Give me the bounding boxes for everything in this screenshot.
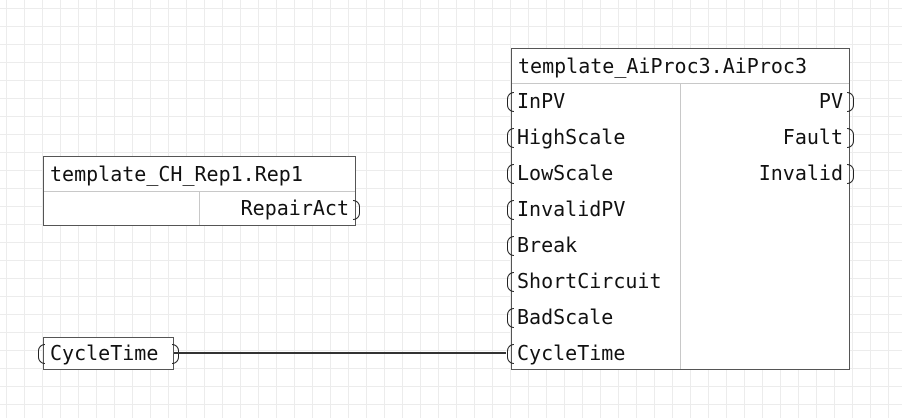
aiproc-input-shortcircuit[interactable]: ShortCircuit: [507, 263, 677, 299]
aiproc-output-invalid[interactable]: Invalid: [681, 155, 854, 191]
aiproc-input-lowscale[interactable]: LowScale: [507, 155, 677, 191]
aiproc-input-cycletime[interactable]: CycleTime: [507, 335, 677, 371]
cycletime-connection-wire[interactable]: [174, 352, 506, 354]
cycletime-variable-node[interactable]: CycleTime: [38, 337, 179, 370]
aiproc-output-pv[interactable]: PV: [681, 83, 854, 119]
rep-function-block[interactable]: template_CH_Rep1.Rep1 RepairAct: [43, 156, 360, 226]
aiproc-block-column-divider: [680, 83, 681, 369]
rep-output-repairact[interactable]: RepairAct: [200, 191, 360, 225]
aiproc-input-break[interactable]: Break: [507, 227, 677, 263]
aiproc-function-block[interactable]: template_AiProc3.AiProc3 InPV HighScale …: [507, 48, 854, 371]
rep-block-title: template_CH_Rep1.Rep1: [44, 157, 355, 192]
aiproc-input-badscale[interactable]: BadScale: [507, 299, 677, 335]
aiproc-input-inpv[interactable]: InPV: [507, 83, 677, 119]
rep-block-column-divider: [199, 191, 200, 225]
aiproc-output-fault[interactable]: Fault: [681, 119, 854, 155]
aiproc-block-title: template_AiProc3.AiProc3: [512, 49, 849, 84]
aiproc-input-highscale[interactable]: HighScale: [507, 119, 677, 155]
aiproc-input-invalidpv[interactable]: InvalidPV: [507, 191, 677, 227]
